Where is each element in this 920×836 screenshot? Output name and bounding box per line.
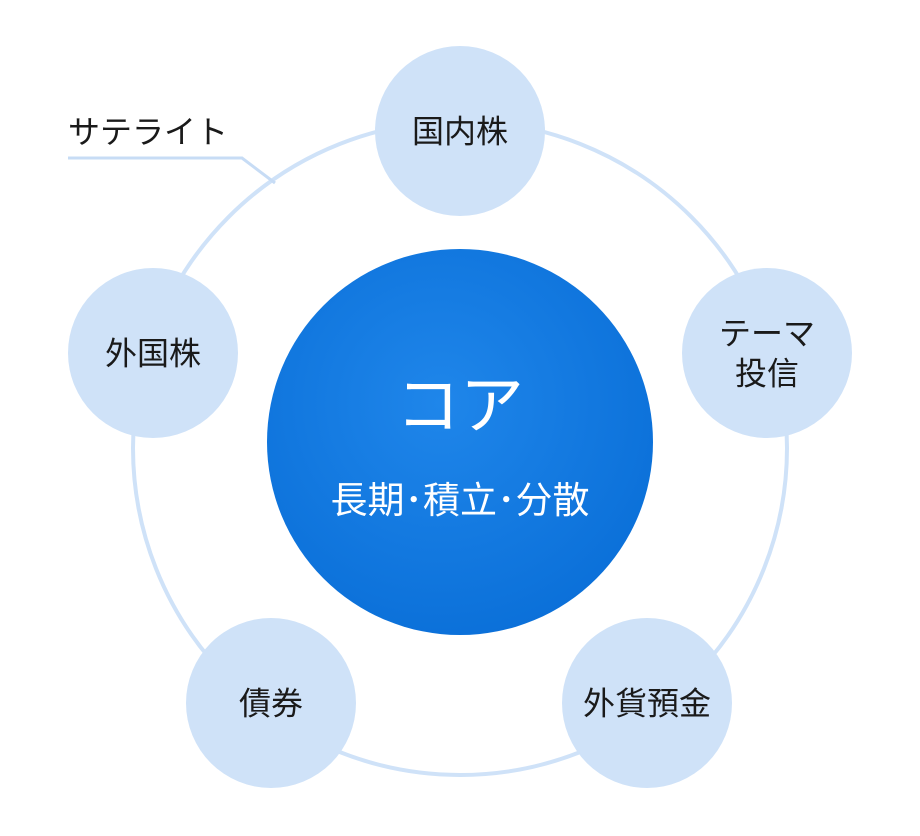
satellite-node-foreign-currency-deposits: 外貨預金 [562,618,732,788]
satellite-label-theme-funds: テーマ [719,315,815,353]
satellite-circle-theme-funds [682,268,852,438]
core-circle [267,249,653,635]
satellite-label-foreign-currency-deposits: 外貨預金 [583,685,711,723]
satellite-circle-foreign-stocks [68,268,238,438]
satellite-label: サテライト [68,113,228,151]
core-subtitle: 長期･積立･分散 [331,479,590,522]
satellite-label-leader-line [68,156,276,185]
satellite-node-domestic-stocks: 国内株 [375,46,545,216]
core-title: コア [396,370,524,444]
satellite-label-domestic-stocks: 国内株 [412,113,508,151]
satellite-circle-domestic-stocks [375,46,545,216]
satellite-label-theme-funds: 投信 [735,355,799,393]
satellite-circle-bonds [186,618,356,788]
satellite-node-foreign-stocks: 外国株 [68,268,238,438]
satellite-circle-foreign-currency-deposits [562,618,732,788]
satellite-label-foreign-stocks: 外国株 [105,335,201,373]
satellite-node-bonds: 債券 [186,618,356,788]
satellite-label-bonds: 債券 [239,685,303,723]
